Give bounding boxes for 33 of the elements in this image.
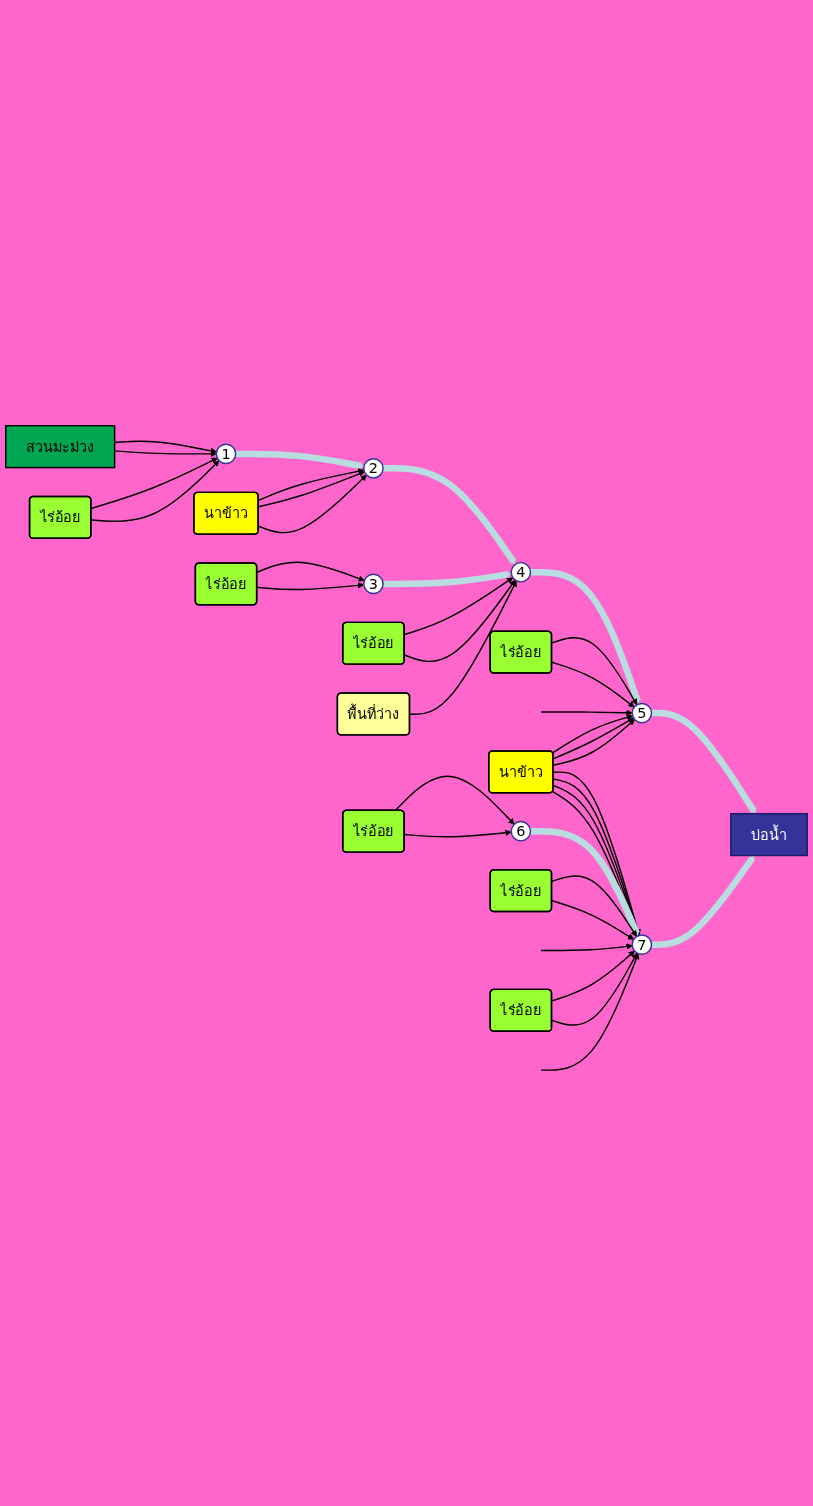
arrow xyxy=(551,637,638,706)
arrow xyxy=(409,580,517,716)
node-box: บ่อน้ำ xyxy=(730,813,808,857)
arrow xyxy=(551,899,635,940)
arrow xyxy=(235,450,365,470)
arrow xyxy=(540,953,640,1071)
arrow xyxy=(651,855,756,948)
arrow xyxy=(90,460,220,523)
arrow xyxy=(540,943,633,952)
arrow xyxy=(552,717,634,760)
arrow xyxy=(551,950,635,1002)
arrow xyxy=(651,709,757,814)
arrow xyxy=(530,569,641,705)
arrow xyxy=(90,457,218,510)
node-box: สวนมะม่วง xyxy=(5,425,116,469)
arrow xyxy=(551,952,638,1026)
arrow xyxy=(383,571,512,588)
node-circle: 1 xyxy=(215,443,237,465)
arrow xyxy=(530,828,640,937)
node-circle: 5 xyxy=(631,702,653,724)
node-circle: 4 xyxy=(510,561,532,583)
arrow xyxy=(383,465,517,565)
node-circle: 3 xyxy=(363,573,384,595)
node-circle: 7 xyxy=(631,934,653,956)
arrow xyxy=(256,561,365,582)
arrow xyxy=(394,775,515,825)
arrow xyxy=(551,714,633,754)
node-circle: 6 xyxy=(510,820,532,842)
arrow xyxy=(540,709,633,716)
node-circle: 2 xyxy=(363,457,384,479)
arrow xyxy=(551,875,637,937)
arrow xyxy=(551,661,635,708)
arrow xyxy=(552,719,635,766)
